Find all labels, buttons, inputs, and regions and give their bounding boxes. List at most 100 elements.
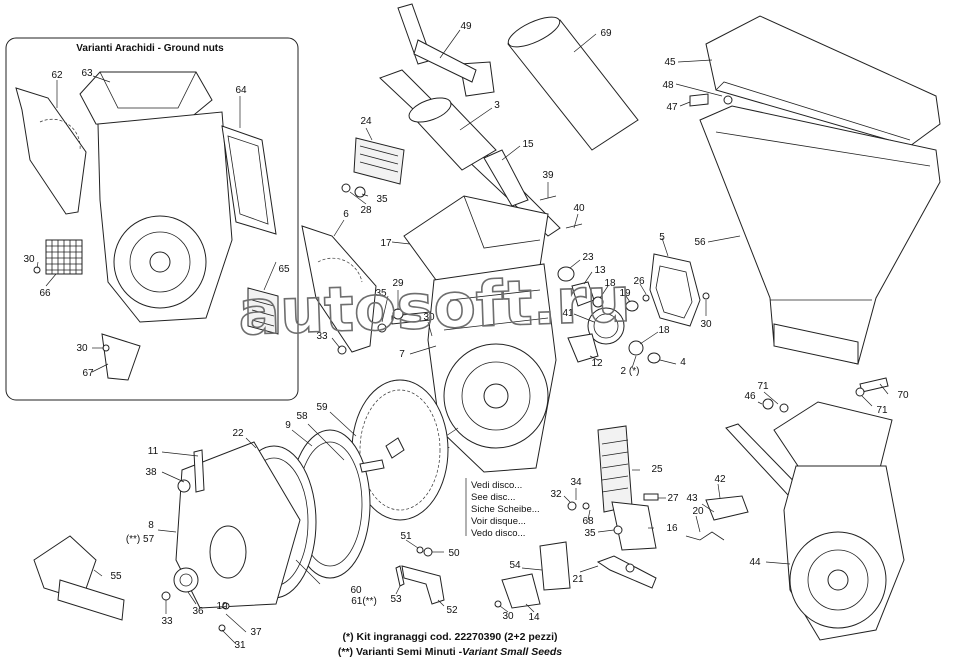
callout-21: 21 bbox=[572, 574, 584, 585]
callout-5: 5 bbox=[659, 232, 665, 243]
callout-54: 54 bbox=[509, 560, 521, 571]
callout-25: 25 bbox=[651, 464, 663, 475]
callout-63: 63 bbox=[81, 68, 93, 79]
main-distributor: 17 1 bbox=[380, 195, 557, 473]
part-42-bracket bbox=[705, 495, 749, 521]
part-17-hopper bbox=[403, 195, 549, 281]
disc-note-es: Vedo disco... bbox=[471, 528, 525, 539]
callout-67: 67 bbox=[82, 368, 94, 379]
callout-7: 7 bbox=[399, 349, 405, 360]
callout-50: 50 bbox=[448, 548, 460, 559]
callout-55: 55 bbox=[110, 571, 122, 582]
callout-68: 68 bbox=[582, 516, 594, 527]
callout-16: 16 bbox=[666, 523, 678, 534]
callout-44: 44 bbox=[749, 557, 761, 568]
callout-32: 32 bbox=[550, 489, 562, 500]
inset-scraper-67 bbox=[101, 333, 141, 381]
callout-22: 22 bbox=[232, 428, 244, 439]
callout-23: 23 bbox=[582, 252, 594, 263]
callout-10: 10 bbox=[216, 601, 228, 612]
callout-33-b: 33 bbox=[161, 616, 173, 627]
callout-41: 41 bbox=[562, 308, 574, 319]
disc-note-de: Siche Scheibe... bbox=[471, 504, 540, 515]
right-hopper-small bbox=[773, 401, 893, 469]
callout-26: 26 bbox=[633, 276, 645, 287]
callout-37: 37 bbox=[250, 627, 262, 638]
callout-30-inset-a: 30 bbox=[23, 254, 35, 265]
watermark: autosoft.ru bbox=[237, 263, 632, 350]
callout-13: 13 bbox=[594, 265, 606, 276]
callout-24: 24 bbox=[360, 116, 372, 127]
callout-4: 4 bbox=[680, 357, 686, 368]
callout-29: 29 bbox=[392, 278, 404, 289]
callout-51: 51 bbox=[400, 531, 412, 542]
inset-ground-nuts: Varianti Arachidi - Ground nuts bbox=[5, 37, 299, 401]
callout-12: 12 bbox=[591, 358, 603, 369]
callout-30-e: 30 bbox=[502, 611, 514, 622]
right-hopper-group: 45 48 47 56 bbox=[662, 15, 941, 365]
callout-58: 58 bbox=[296, 411, 308, 422]
shaft-group: 49 69 3 15 39 40 bbox=[379, 3, 639, 237]
part-15-sleeve bbox=[483, 149, 529, 207]
callout-43: 43 bbox=[686, 493, 698, 504]
callout-35-c: 35 bbox=[584, 528, 596, 539]
inset-plate-62 bbox=[15, 87, 87, 215]
footnote-small-seeds-en: Variant Small Seeds bbox=[462, 646, 562, 658]
disc-note-en: See disc... bbox=[471, 492, 515, 503]
callout-35-b: 35 bbox=[375, 288, 387, 299]
callout-62: 62 bbox=[51, 70, 63, 81]
inset-title: Varianti Arachidi - Ground nuts bbox=[76, 43, 224, 54]
part-41-gear bbox=[587, 307, 625, 345]
disc-note-it: Vedi disco... bbox=[471, 480, 522, 491]
callout-9: 9 bbox=[285, 420, 291, 431]
callout-18-b: 18 bbox=[658, 325, 670, 336]
callout-6: 6 bbox=[343, 209, 349, 220]
callout-31: 31 bbox=[234, 640, 246, 651]
bracket-group: 34 32 68 35 27 16 42 43 20 25 bbox=[550, 425, 749, 551]
callout-27: 27 bbox=[667, 493, 679, 504]
gear-group: 23 13 18 19 26 5 30 41 18 12 2 (*) 4 bbox=[557, 232, 712, 377]
part-54-plate bbox=[539, 541, 571, 591]
callout-53: 53 bbox=[390, 594, 402, 605]
callout-30-c: 30 bbox=[423, 312, 435, 323]
disc-cover-group: 59 58 9 22 11 38 8 (**) 57 bbox=[126, 379, 449, 609]
callout-45: 45 bbox=[664, 57, 676, 68]
footnote-small-seeds-prefix: (**) Varianti Semi Minuti - bbox=[338, 646, 463, 658]
callout-40: 40 bbox=[573, 203, 585, 214]
part-6-adjust-plate bbox=[301, 225, 377, 353]
inset-frame-64 bbox=[221, 125, 277, 235]
part-36-knob bbox=[173, 567, 199, 593]
callout-39: 39 bbox=[542, 170, 554, 181]
callout-20: 20 bbox=[692, 506, 704, 517]
right-assembly-group: 71 46 71 70 44 bbox=[725, 377, 909, 641]
callout-56: 56 bbox=[694, 237, 706, 248]
part-23-bushing bbox=[557, 266, 575, 282]
part-12-coupler bbox=[567, 333, 599, 363]
bottom-parts-group: 55 33 36 10 37 31 60 61(**) 51 50 53 52 … bbox=[33, 531, 657, 651]
part-8-cover bbox=[175, 441, 301, 609]
callout-59: 59 bbox=[316, 402, 328, 413]
callout-60: 60 bbox=[350, 585, 362, 596]
callout-19: 19 bbox=[619, 288, 631, 299]
callout-14: 14 bbox=[528, 612, 540, 623]
callout-48: 48 bbox=[662, 80, 674, 91]
part-11-pin bbox=[193, 449, 205, 493]
callout-46: 46 bbox=[744, 391, 756, 402]
callout-2: 2 (*) bbox=[621, 366, 640, 377]
callout-3: 3 bbox=[494, 100, 500, 111]
callout-11: 11 bbox=[148, 446, 159, 457]
callout-33-a: 33 bbox=[316, 331, 328, 342]
callout-71-a: 71 bbox=[757, 381, 769, 392]
callout-34: 34 bbox=[570, 477, 582, 488]
disc-note-fr: Voir disque... bbox=[471, 516, 526, 527]
part-14-plate bbox=[501, 573, 541, 609]
callout-64: 64 bbox=[235, 85, 247, 96]
callout-28: 28 bbox=[360, 205, 372, 216]
callout-61: 61(**) bbox=[351, 596, 377, 607]
part-55-plate bbox=[33, 535, 97, 601]
plate-6-group: 6 29 35 30 33 7 bbox=[301, 209, 437, 360]
plate-24-group: 24 35 28 bbox=[341, 116, 405, 216]
part-25-grid bbox=[597, 425, 633, 513]
callout-35-a: 35 bbox=[376, 194, 388, 205]
